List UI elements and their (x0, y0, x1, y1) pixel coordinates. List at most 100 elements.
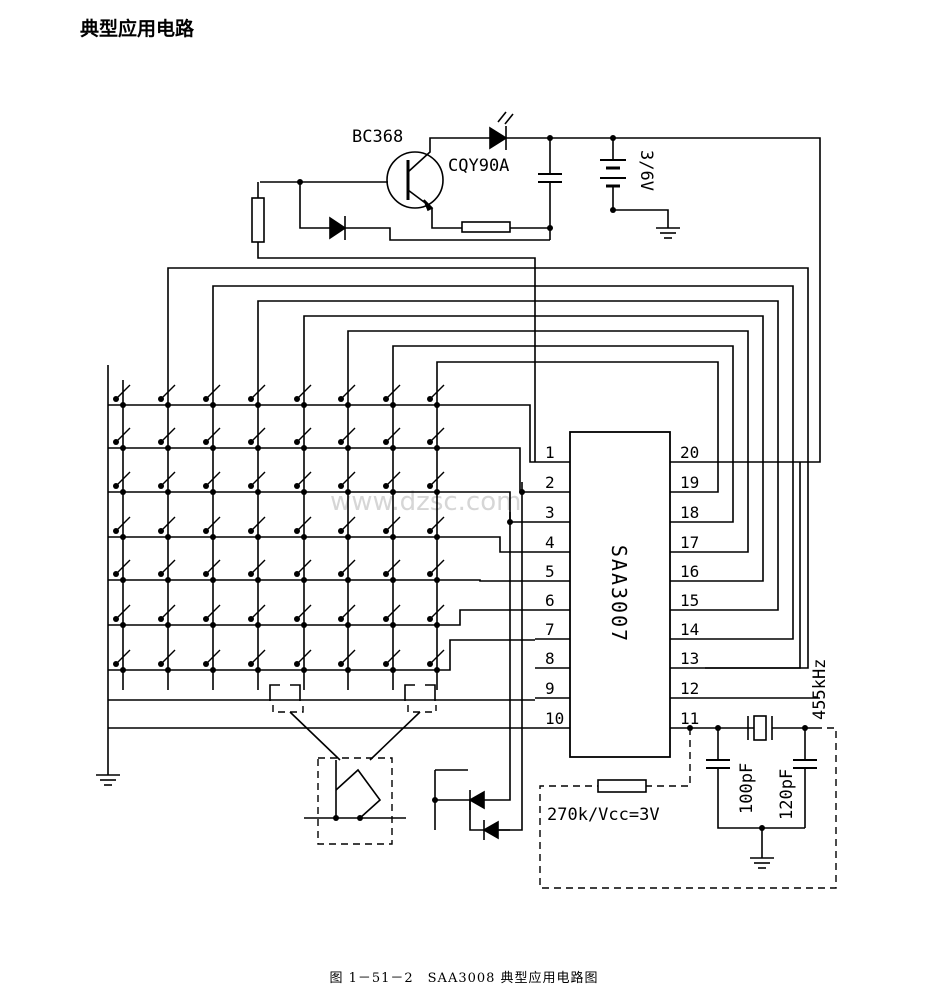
key-switch (205, 516, 221, 532)
keypad-row-line (108, 639, 535, 671)
key-switch (160, 559, 176, 575)
emitter-resistor (461, 221, 511, 233)
junction-dot (203, 396, 209, 402)
junction-dot (210, 402, 216, 408)
key-switch (250, 649, 266, 665)
pin-number-left: 9 (545, 679, 555, 698)
keypad-row-line (108, 447, 535, 493)
key-switch (429, 559, 445, 575)
junction-dot (158, 571, 164, 577)
junction-dot (715, 725, 721, 731)
junction-dot (113, 616, 119, 622)
junction-dot (427, 396, 433, 402)
key-switch (340, 649, 356, 665)
junction-dot (255, 445, 261, 451)
junction-dot (427, 571, 433, 577)
ir-emission-arrow (497, 111, 507, 123)
column-drive-line (167, 267, 809, 669)
junction-dot (427, 528, 433, 534)
cap-120pf-label: 120pF (777, 769, 797, 820)
ir-emission-arrow (504, 113, 514, 125)
junction-dot (427, 616, 433, 622)
led-feed-line (498, 482, 523, 831)
key-switch (429, 471, 445, 487)
junction-dot (210, 489, 216, 495)
key-switch (429, 604, 445, 620)
indicator-led (468, 790, 485, 810)
key-switch (429, 516, 445, 532)
junction-dot (203, 571, 209, 577)
ceramic-resonator (753, 715, 767, 741)
junction-dot (507, 519, 513, 525)
base-diode (329, 216, 347, 240)
junction-dot (294, 616, 300, 622)
junction-dot (210, 577, 216, 583)
junction-dot (158, 661, 164, 667)
key-switch (429, 427, 445, 443)
junction-dot (297, 179, 303, 185)
column-drive-line (212, 285, 794, 640)
junction-dot (345, 577, 351, 583)
mode-switch-contact (335, 768, 382, 819)
pin-number-left: 6 (545, 591, 555, 610)
key-switch (385, 427, 401, 443)
bracket-contact (404, 684, 415, 701)
optional-resistor (597, 779, 647, 793)
junction-dot (383, 396, 389, 402)
key-switch (115, 427, 131, 443)
pin-number-right: 18 (680, 503, 699, 522)
key-switch (250, 471, 266, 487)
column-drive-line (303, 315, 764, 582)
junction-dot (390, 534, 396, 540)
pin-number-right: 19 (680, 473, 699, 492)
junction-dot (203, 661, 209, 667)
key-switch (250, 427, 266, 443)
junction-dot (333, 815, 339, 821)
junction-dot (802, 725, 808, 731)
pin-number-right: 20 (680, 443, 699, 462)
junction-dot (345, 489, 351, 495)
junction-dot (383, 661, 389, 667)
keypad-row-line (108, 609, 535, 626)
key-switch (385, 516, 401, 532)
base-resistor (251, 197, 265, 243)
junction-dot (301, 622, 307, 628)
transistor-label: BC368 (352, 127, 403, 147)
key-switch (115, 604, 131, 620)
junction-dot (519, 489, 525, 495)
key-switch (385, 604, 401, 620)
junction-dot (120, 534, 126, 540)
junction-dot (113, 571, 119, 577)
ic-name-label: SAA3007 (607, 545, 631, 643)
junction-dot (427, 483, 433, 489)
junction-dot (390, 667, 396, 673)
pin-number-left: 1 (545, 443, 555, 462)
junction-dot (687, 725, 693, 731)
junction-dot (338, 396, 344, 402)
key-switch (250, 604, 266, 620)
junction-dot (248, 483, 254, 489)
junction-dot (165, 445, 171, 451)
key-switch (296, 649, 312, 665)
junction-dot (390, 622, 396, 628)
key-switch (115, 516, 131, 532)
junction-dot (338, 661, 344, 667)
junction-dot (383, 528, 389, 534)
bracket-contact (290, 684, 301, 701)
column-drive-line (347, 330, 749, 553)
pin-number-left: 10 (545, 709, 564, 728)
junction-dot (255, 402, 261, 408)
junction-dot (165, 534, 171, 540)
pin13-wire (705, 462, 801, 669)
junction-dot (120, 577, 126, 583)
junction-dot (120, 622, 126, 628)
key-switch (205, 384, 221, 400)
transistor-bc368 (386, 151, 444, 209)
junction-dot (294, 483, 300, 489)
junction-dot (158, 616, 164, 622)
diode-wire (345, 227, 550, 241)
key-switch (385, 471, 401, 487)
junction-dot (158, 439, 164, 445)
junction-dot (345, 622, 351, 628)
mode-switch-box (317, 757, 393, 845)
